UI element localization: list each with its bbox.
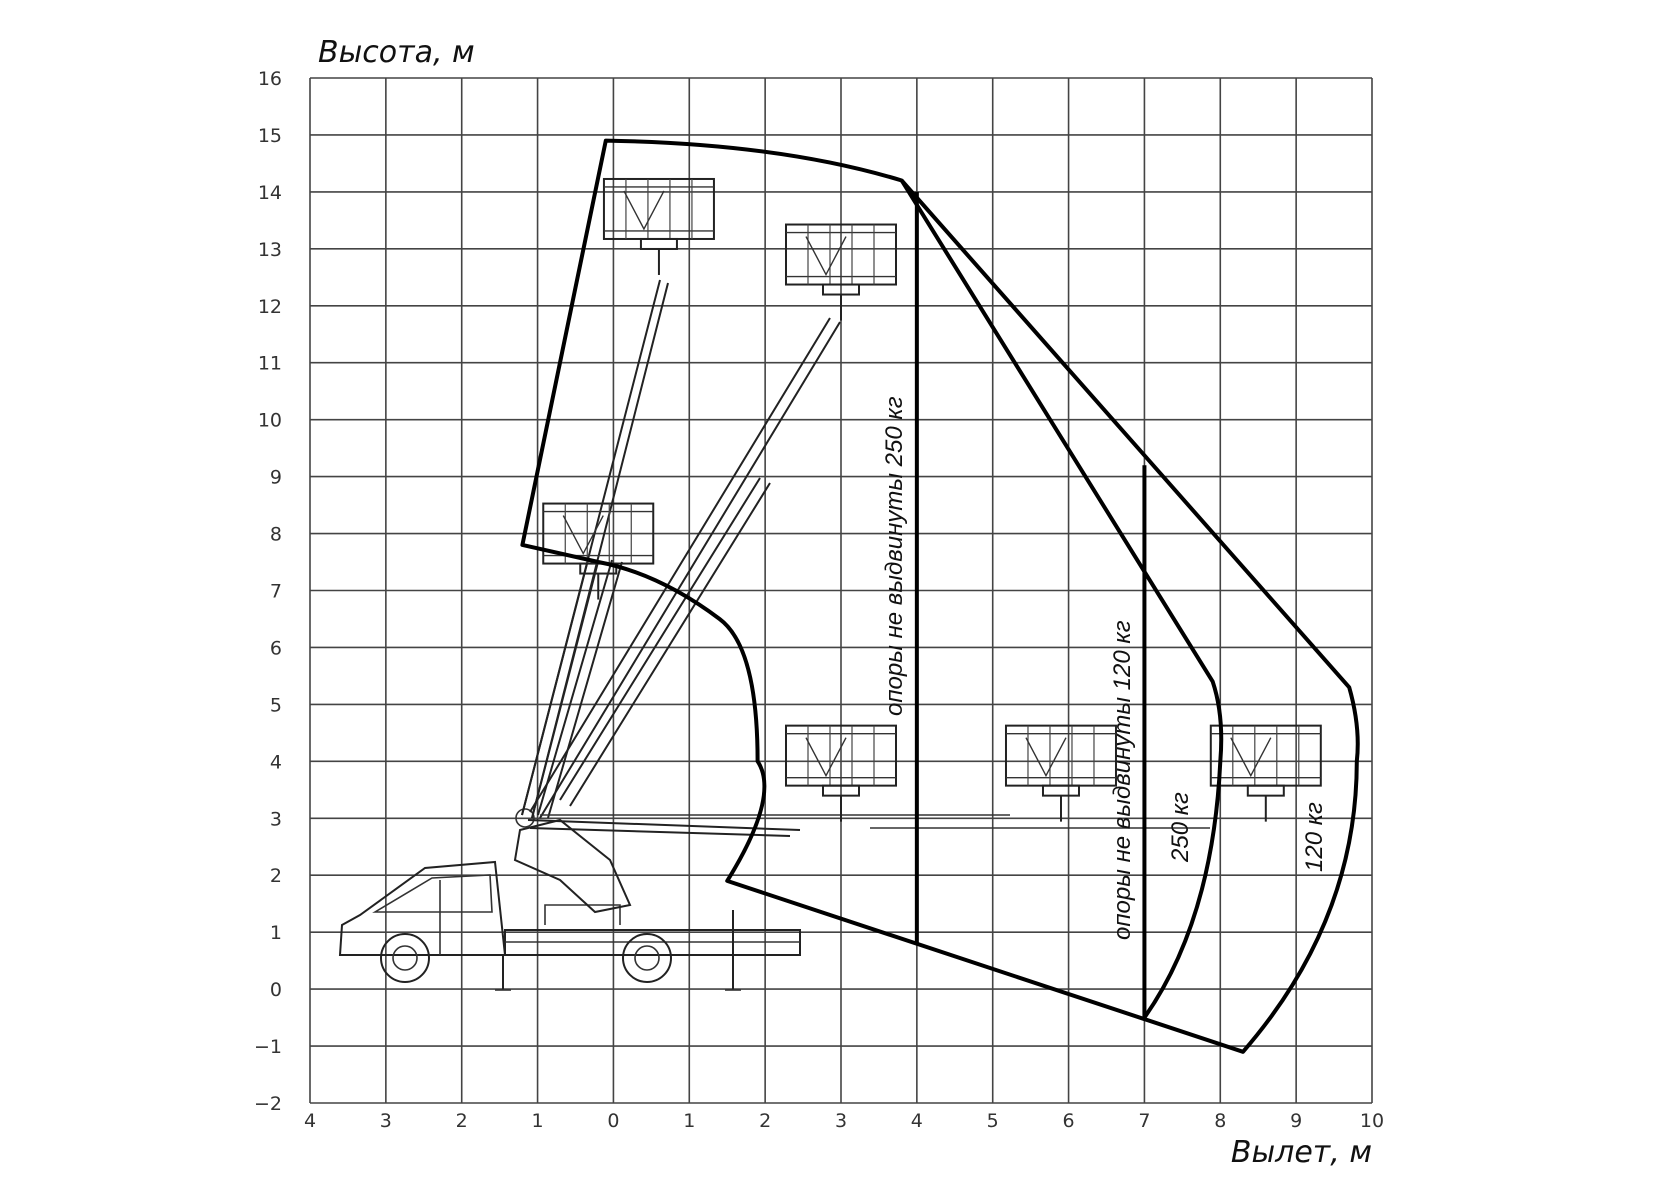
y-axis-title: Высота, м <box>318 35 475 70</box>
envelope-250kg <box>900 179 1224 1019</box>
boom-positions <box>521 279 1210 837</box>
x-tick-label: 3 <box>835 1110 847 1132</box>
y-tick-label: 11 <box>258 353 282 375</box>
y-tick-label: 13 <box>258 239 282 261</box>
x-tick-label: 3 <box>380 1110 392 1132</box>
work-basket <box>1004 724 1117 822</box>
y-tick-label: 8 <box>270 524 282 546</box>
y-tick-label: 12 <box>258 296 282 318</box>
y-tick-label: −2 <box>254 1093 282 1115</box>
label-supports-120: опоры не выдвинуты 120 кг <box>1109 620 1136 940</box>
y-tick-label: 0 <box>270 979 282 1001</box>
work-basket <box>785 223 897 321</box>
y-tick-label: 10 <box>258 410 282 432</box>
y-tick-label: 1 <box>270 922 282 944</box>
y-tick-label: 14 <box>258 182 282 204</box>
x-tick-label: 1 <box>683 1110 695 1132</box>
y-tick-label: 4 <box>270 751 282 773</box>
y-tick-label: 9 <box>270 467 282 489</box>
x-tick-label: 4 <box>911 1110 923 1132</box>
work-baskets <box>542 177 1322 822</box>
x-tick-label: 9 <box>1290 1110 1302 1132</box>
work-basket <box>785 724 897 822</box>
label-load-120: 120 кг <box>1301 802 1328 872</box>
x-axis-title: Вылет, м <box>1231 1135 1372 1170</box>
work-basket <box>602 177 715 275</box>
x-tick-label: 2 <box>759 1110 771 1132</box>
y-tick-label: 6 <box>270 637 282 659</box>
y-tick-label: 2 <box>270 865 282 887</box>
truck-drawing <box>338 808 801 991</box>
x-tick-label: 6 <box>1063 1110 1075 1132</box>
y-tick-label: 15 <box>258 125 282 147</box>
x-tick-label: 1 <box>532 1110 544 1132</box>
x-tick-label: 8 <box>1214 1110 1226 1132</box>
x-tick-label: 2 <box>456 1110 468 1132</box>
x-tick-label: 0 <box>607 1110 619 1132</box>
y-tick-label: 5 <box>270 694 282 716</box>
x-tick-label: 7 <box>1138 1110 1150 1132</box>
label-supports-250: опоры не выдвинуты 250 кг <box>881 396 908 716</box>
y-tick-label: 3 <box>270 808 282 830</box>
y-tick-label: 7 <box>270 581 282 603</box>
x-tick-label: 4 <box>304 1110 316 1132</box>
envelope-outer <box>520 138 1360 1054</box>
y-tick-label: 16 <box>258 68 282 90</box>
x-tick-label: 10 <box>1360 1110 1384 1132</box>
y-tick-label: −1 <box>254 1036 282 1058</box>
work-basket <box>1209 724 1322 822</box>
working-envelope <box>520 138 1360 1054</box>
grid <box>309 77 1373 1104</box>
x-tick-label: 5 <box>987 1110 999 1132</box>
label-load-250: 250 кг <box>1167 792 1194 863</box>
